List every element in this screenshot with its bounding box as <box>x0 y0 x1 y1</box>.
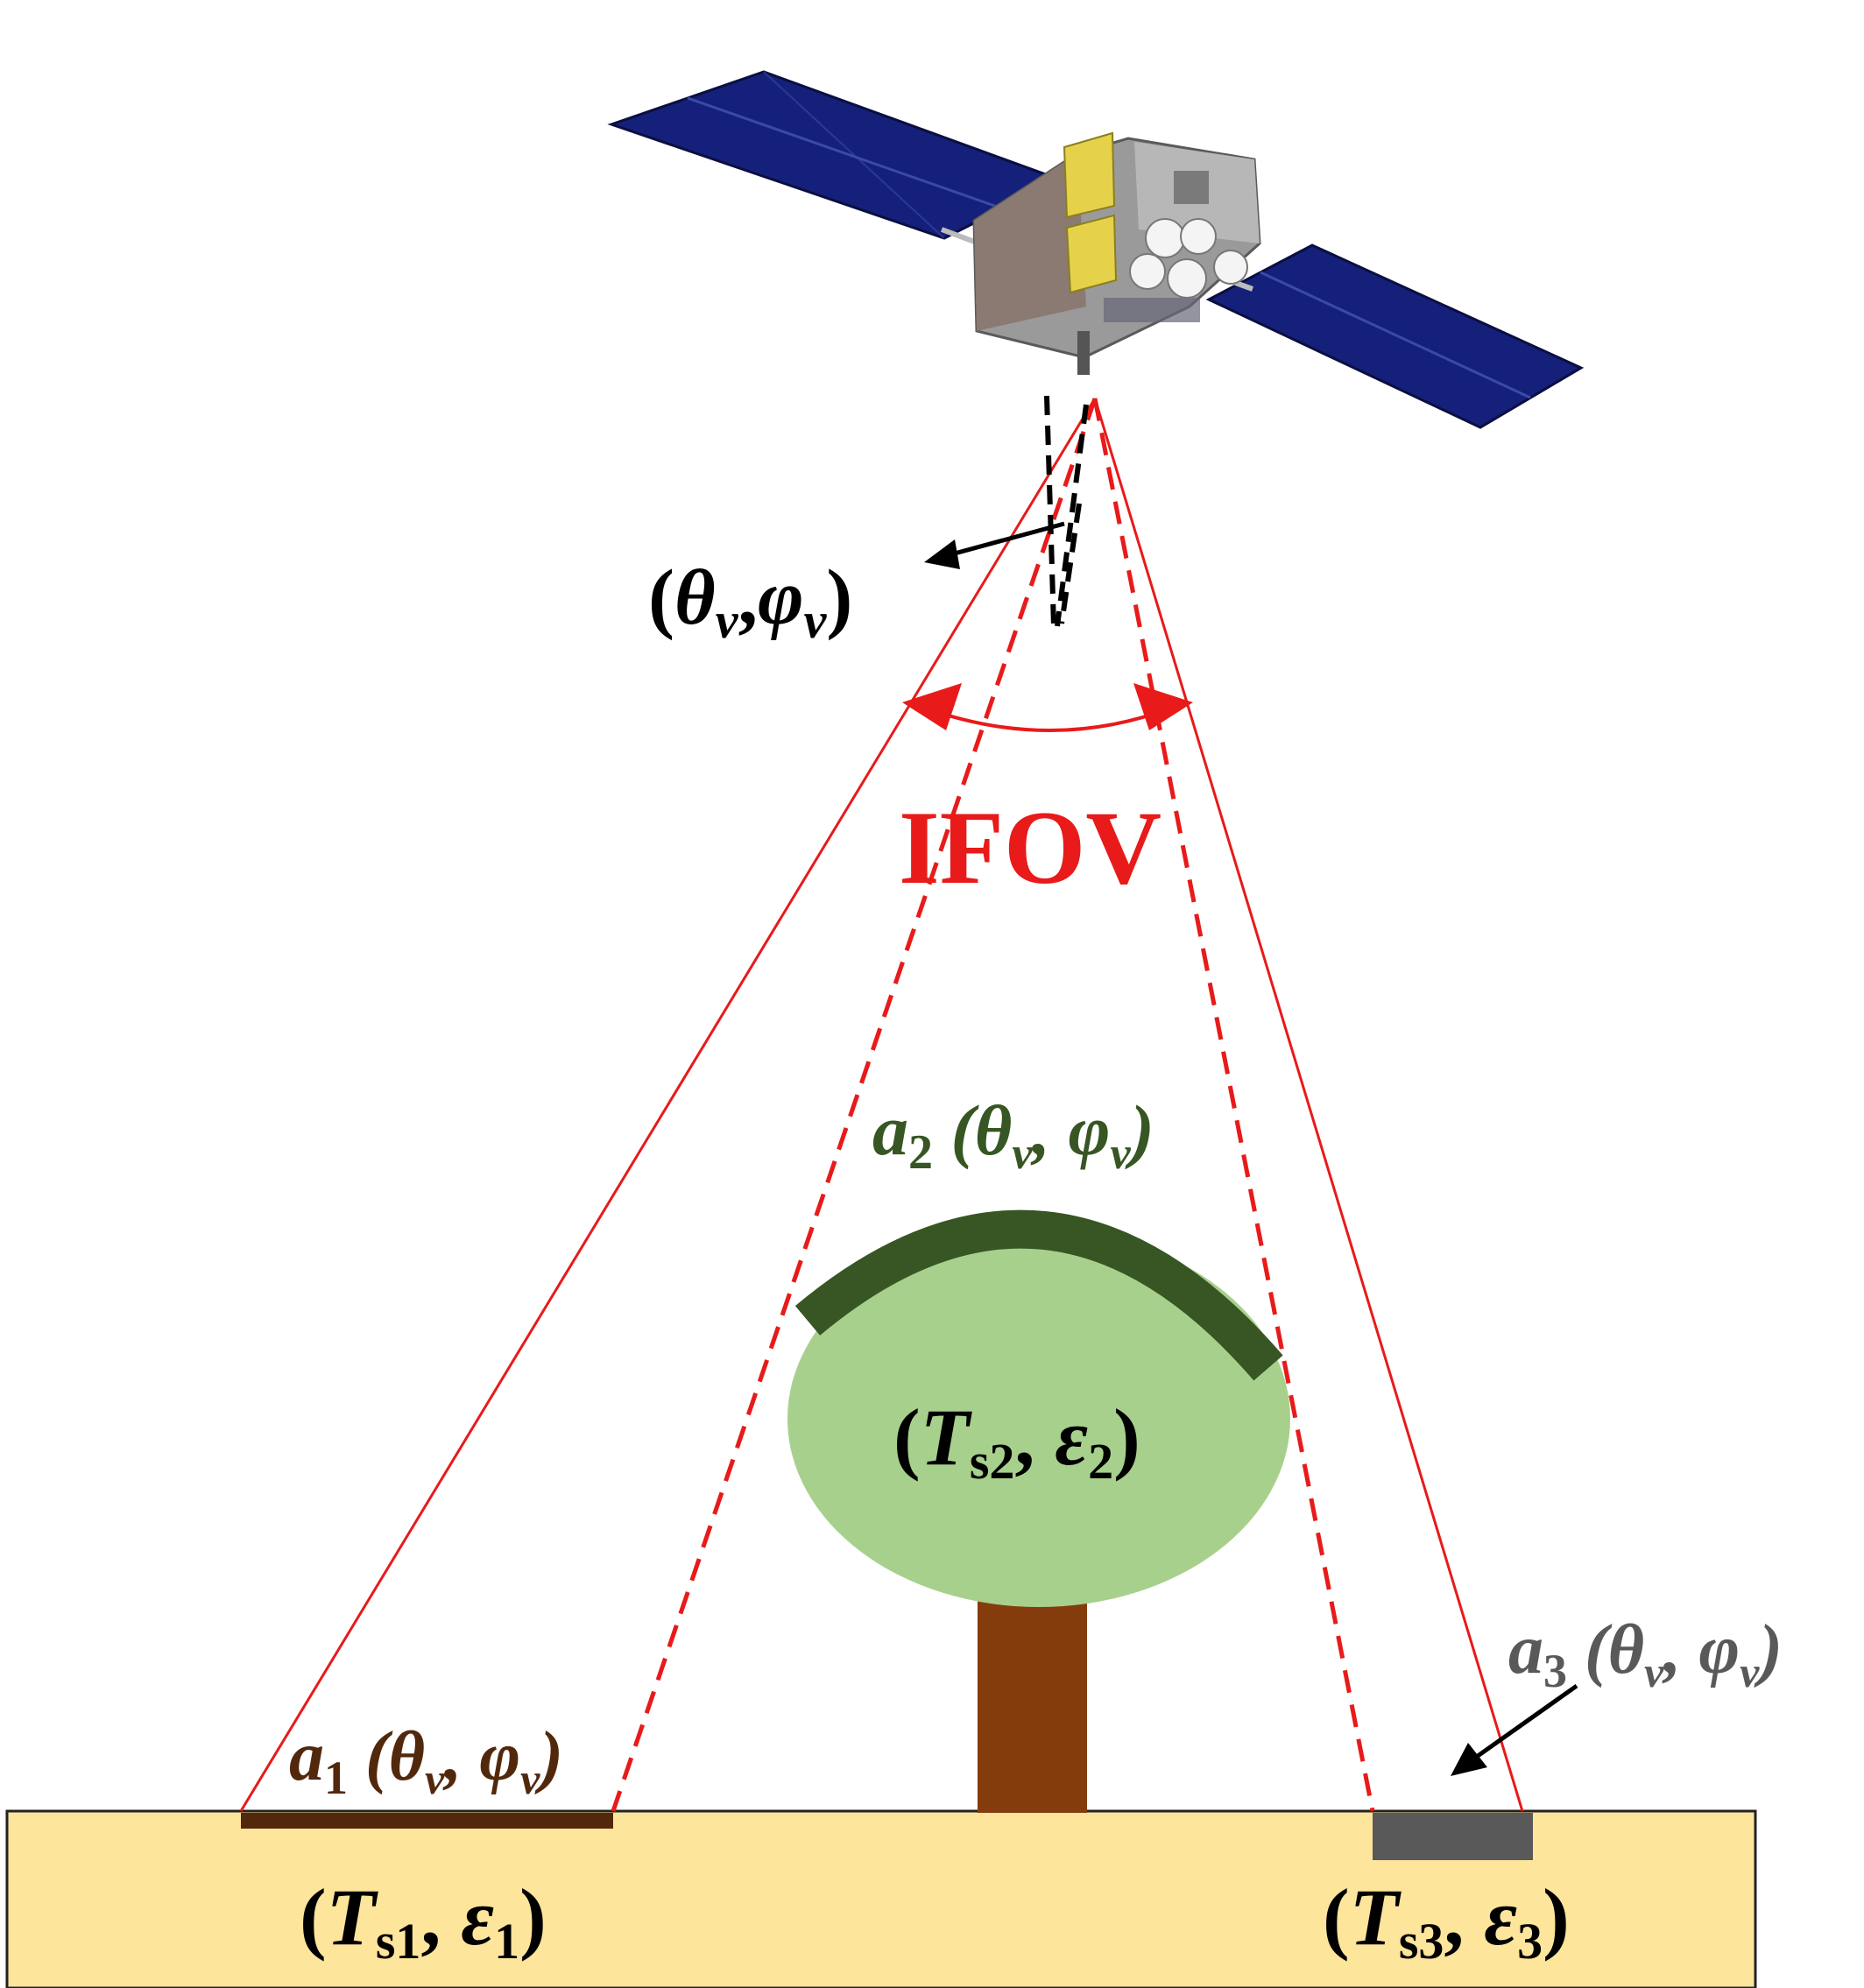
ifov-arrow-right <box>1133 683 1193 730</box>
satellite-icon <box>607 70 1585 429</box>
ifov-arc <box>902 683 1193 732</box>
ifov-dashed-right <box>1092 398 1375 1812</box>
ifov-label: IFOV <box>899 789 1161 906</box>
canopy-top-arc <box>794 1209 1283 1381</box>
a3-label: a3 (θv, φv) <box>1508 1611 1783 1697</box>
antenna-1 <box>1145 218 1185 258</box>
ts3-label: (Ts3, ε3) <box>1323 1872 1570 1970</box>
antenna-2 <box>1180 218 1217 255</box>
antenna-4 <box>1167 258 1207 299</box>
tree-canopy <box>787 1230 1290 1607</box>
ts1-label: (Ts1, ε1) <box>300 1872 547 1970</box>
ts2-label: (Ts2, ε2) <box>893 1392 1140 1490</box>
view-angle-arrow <box>924 521 1065 569</box>
antenna-3 <box>1129 253 1166 290</box>
a2-label: a2 (θv, φv) <box>872 1090 1154 1180</box>
right-solar-panel <box>1205 243 1585 429</box>
view-angle-label: (θv,φv) <box>648 554 852 649</box>
outer-fov-left <box>239 398 1097 1812</box>
soil-patch-1 <box>241 1813 613 1829</box>
antenna-5 <box>1213 250 1248 285</box>
radiator-lower <box>1065 214 1118 294</box>
view-direction-cone <box>1044 395 1089 627</box>
radiator-upper <box>1063 131 1116 219</box>
tree-icon <box>787 1209 1290 1813</box>
fov-lines <box>239 398 1524 1812</box>
a3-arrow <box>1451 1683 1578 1776</box>
outer-fov-right <box>1093 398 1524 1812</box>
grey-patch-3 <box>1373 1813 1533 1860</box>
ifov-arrow-left <box>902 683 962 730</box>
tree-trunk <box>978 1585 1087 1813</box>
a1-label: a1 (θv, φv) <box>289 1718 563 1804</box>
ifov-dashed-left <box>611 398 1098 1812</box>
